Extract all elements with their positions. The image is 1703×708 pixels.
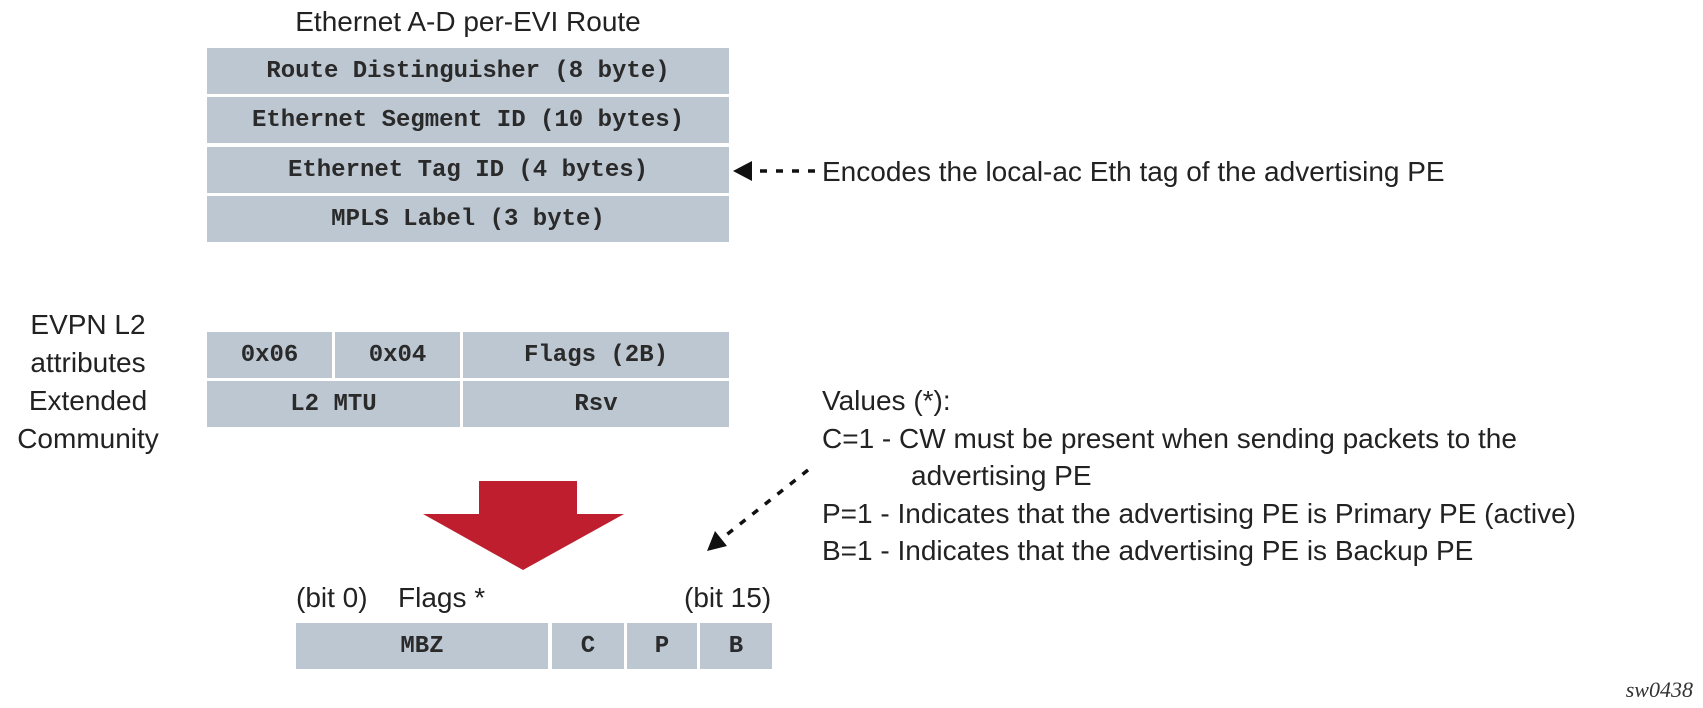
figure-id: sw0438 <box>1625 677 1693 702</box>
flags-cell: Flags (2B) <box>463 332 729 378</box>
values-legend: Values (*): C=1 - CW must be present whe… <box>822 382 1576 570</box>
c-flag-description-cont: advertising PE <box>911 460 1092 491</box>
tag-annotation: Encodes the local-ac Eth tag of the adve… <box>822 156 1445 187</box>
bit0-label: (bit 0) <box>296 582 368 613</box>
route-distinguisher-field: Route Distinguisher (8 byte) <box>207 48 729 94</box>
community-label-line: EVPN L2 <box>30 309 146 340</box>
b-bit-cell: B <box>700 623 772 669</box>
bit15-label: (bit 15) <box>684 582 772 613</box>
reserved-cell: Rsv <box>463 381 729 427</box>
community-label-line: attributes <box>30 347 146 378</box>
c-bit-cell: C <box>552 623 624 669</box>
c-flag-description: C=1 - CW must be present when sending pa… <box>822 422 1517 454</box>
p-bit-cell: P <box>627 623 697 669</box>
route-title: Ethernet A-D per-EVI Route <box>295 6 641 37</box>
mbz-cell: MBZ <box>296 623 548 669</box>
ethernet-segment-id-field: Ethernet Segment ID (10 bytes) <box>207 97 729 143</box>
ethernet-tag-id-field: Ethernet Tag ID (4 bytes) <box>207 147 729 193</box>
tag-pointer-arrow <box>733 161 815 181</box>
l2-mtu-cell: L2 MTU <box>207 381 460 427</box>
community-label-line: Extended <box>28 385 148 416</box>
b-flag-description: B=1 - Indicates that the advertising PE … <box>822 535 1474 566</box>
expand-flags-arrow <box>423 481 624 570</box>
values-pointer-arrow <box>707 468 810 551</box>
community-label: EVPN L2 attributes Extended Community <box>0 306 176 458</box>
subtype-cell: 0x04 <box>335 332 460 378</box>
mpls-label-field: MPLS Label (3 byte) <box>207 196 729 242</box>
p-flag-description: P=1 - Indicates that the advertising PE … <box>822 497 1576 529</box>
values-heading: Values (*): <box>822 385 951 416</box>
flags-title: Flags * <box>398 582 486 613</box>
community-label-line: Community <box>17 423 159 454</box>
type-cell: 0x06 <box>207 332 332 378</box>
